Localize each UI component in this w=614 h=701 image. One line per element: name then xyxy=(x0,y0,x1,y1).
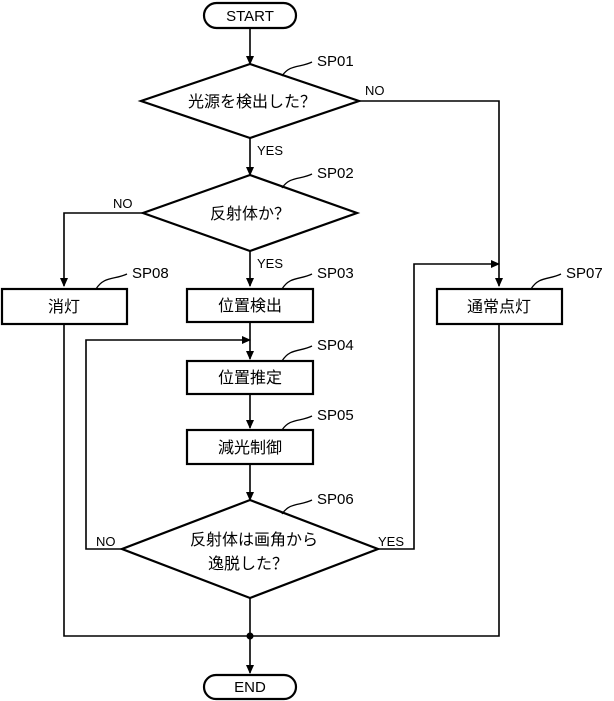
leader-sp08 xyxy=(95,273,128,290)
decision-sp02 xyxy=(139,173,361,253)
step-id-sp02: SP02 xyxy=(317,165,354,182)
process-sp05-text: 減光制御 xyxy=(218,438,282,457)
start-label: START xyxy=(226,8,274,25)
leader-sp05 xyxy=(281,415,313,431)
process-sp05 xyxy=(185,428,315,466)
process-sp04 xyxy=(185,359,315,396)
leader-sp06 xyxy=(281,499,313,515)
decision-sp06-text-line2: 逸脱した？ xyxy=(208,554,288,573)
decision-sp01-text: 光源を検出した？ xyxy=(188,92,316,111)
step-id-sp03: SP03 xyxy=(317,265,354,282)
start-terminal xyxy=(202,1,298,30)
connectors xyxy=(60,28,503,674)
step-id-sp06: SP06 xyxy=(317,491,354,508)
decision-sp01 xyxy=(137,62,363,140)
process-sp03 xyxy=(185,287,315,324)
process-sp03-text: 位置検出 xyxy=(218,296,282,315)
step-id-sp01: SP01 xyxy=(317,53,354,70)
step-id-sp04: SP04 xyxy=(317,337,354,354)
process-sp07 xyxy=(435,287,564,326)
leader-sp01 xyxy=(281,61,313,77)
edge-sp07-merge xyxy=(250,324,500,637)
branch-sp02-yes: YES xyxy=(257,256,283,271)
end-label: END xyxy=(234,679,266,696)
edge-sp06-yes xyxy=(378,260,500,550)
end-terminal xyxy=(202,673,298,701)
decision-sp06 xyxy=(118,498,382,600)
edge-sp02-no xyxy=(60,212,143,287)
leader-sp07 xyxy=(530,273,562,290)
edge-sp01-no xyxy=(359,100,503,287)
step-id-sp08: SP08 xyxy=(132,265,169,282)
branch-sp06-yes: YES xyxy=(378,534,404,549)
step-id-sp05: SP05 xyxy=(317,407,354,424)
leader-sp03 xyxy=(281,273,313,290)
edge-sp08-merge xyxy=(63,324,250,637)
branch-sp02-no: NO xyxy=(113,196,133,211)
branch-sp01-no: NO xyxy=(365,83,385,98)
process-sp08-text: 消灯 xyxy=(48,297,80,316)
edge-sp06-no xyxy=(85,336,251,550)
branch-sp01-yes: YES xyxy=(257,143,283,158)
step-id-sp07: SP07 xyxy=(566,265,603,282)
leader-sp02 xyxy=(281,173,313,189)
process-sp08 xyxy=(0,287,129,326)
leader-sp04 xyxy=(281,345,313,362)
branch-sp06-no: NO xyxy=(96,534,116,549)
decision-sp06-text-line1: 反射体は画角から xyxy=(190,530,318,549)
process-sp07-text: 通常点灯 xyxy=(467,297,531,316)
process-sp04-text: 位置推定 xyxy=(218,368,282,387)
decision-sp02-text: 反射体か？ xyxy=(210,204,290,223)
